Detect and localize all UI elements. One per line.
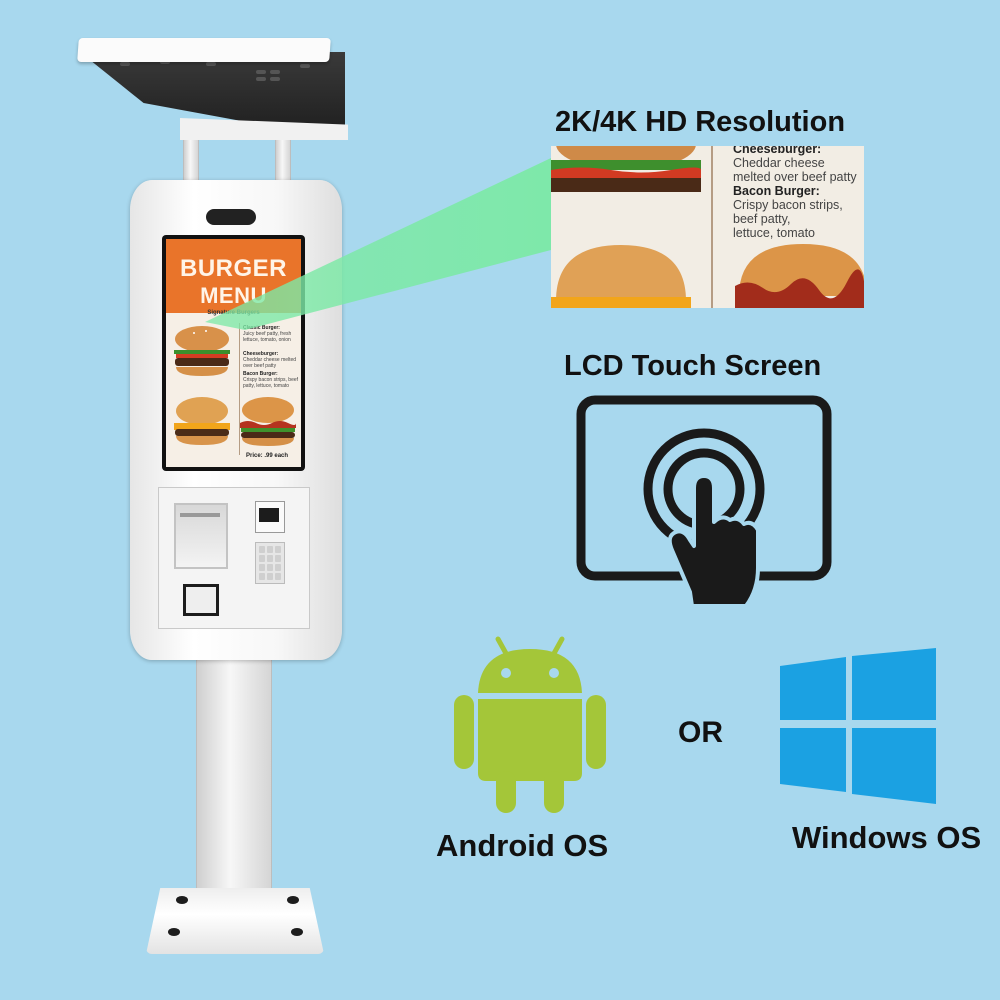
burger-image-cheese <box>174 397 230 445</box>
menu-item-name: Bacon Burger: <box>243 371 278 377</box>
kiosk-touch-screen[interactable]: BURGER MENU Signature Burgers Classic <box>166 239 301 467</box>
menu-item-classic: Classic Burger: Juicy beef patty, fresh … <box>243 325 299 343</box>
receipt-slot <box>180 513 220 517</box>
zoom-item-name: Bacon Burger: <box>733 184 820 198</box>
menu-item-name: Classic Burger: <box>243 325 280 331</box>
menu-item-cheese: Cheeseburger: Cheddar cheese melted over… <box>243 351 299 369</box>
camera-icon <box>206 209 256 225</box>
base-bolt <box>168 928 180 936</box>
windows-logo-icon <box>780 648 936 804</box>
zoom-desc-line: Cheddar cheese <box>733 156 825 170</box>
touch-screen-label: LCD Touch Screen <box>564 350 822 382</box>
windows-label: Windows OS <box>792 820 982 855</box>
resolution-label: 2K/4K HD Resolution <box>555 106 846 138</box>
menu-column-divider <box>239 323 240 455</box>
zoom-desc-line: lettuce, tomato <box>733 226 815 240</box>
zoom-column-divider <box>711 146 713 308</box>
burger-image-classic <box>174 326 230 376</box>
canopy-front-edge <box>180 118 348 140</box>
menu-item-desc: Cheddar cheese melted over beef patty <box>243 357 297 369</box>
base-bolt <box>287 896 299 904</box>
burger-image-zoom-left <box>551 245 691 308</box>
zoom-desc-line: Crispy bacon strips, <box>733 198 843 212</box>
menu-item-bacon: Bacon Burger: Crispy bacon strips, beef … <box>243 371 299 389</box>
menu-price: Price: .99 each <box>246 453 289 459</box>
pin-keypad[interactable] <box>255 542 285 584</box>
menu-item-name: Cheeseburger: <box>243 351 279 357</box>
base-bolt <box>291 928 303 936</box>
barcode-scanner[interactable] <box>183 584 219 616</box>
burger-image-zoom-right <box>735 244 864 308</box>
zoom-desc-line: melted over beef patty <box>733 170 857 184</box>
burger-image-bacon <box>240 397 296 446</box>
zoom-menu-text: Cheeseburger: Cheddar cheese melted over… <box>733 146 863 240</box>
menu-item-desc: Crispy bacon strips, beef patty, lettuce… <box>243 377 299 389</box>
or-label: OR <box>678 716 723 749</box>
menu-title-line1: BURGER <box>179 255 287 282</box>
android-label: Android OS <box>436 828 609 863</box>
base-bolt <box>176 896 188 904</box>
card-slot <box>259 508 279 522</box>
burger-image-zoom-top <box>551 146 701 192</box>
zoom-desc-line: beef patty, <box>733 212 791 226</box>
zoom-item-name-partial: Cheeseburger: <box>733 146 822 156</box>
kiosk-pedestal <box>196 650 272 902</box>
zoom-inset: Cheeseburger: Cheddar cheese melted over… <box>551 146 864 308</box>
menu-item-desc: Juicy beef patty, fresh lettuce, tomato,… <box>243 331 292 343</box>
hand-touch-screen-icon <box>576 395 832 608</box>
android-robot-icon <box>454 636 606 813</box>
